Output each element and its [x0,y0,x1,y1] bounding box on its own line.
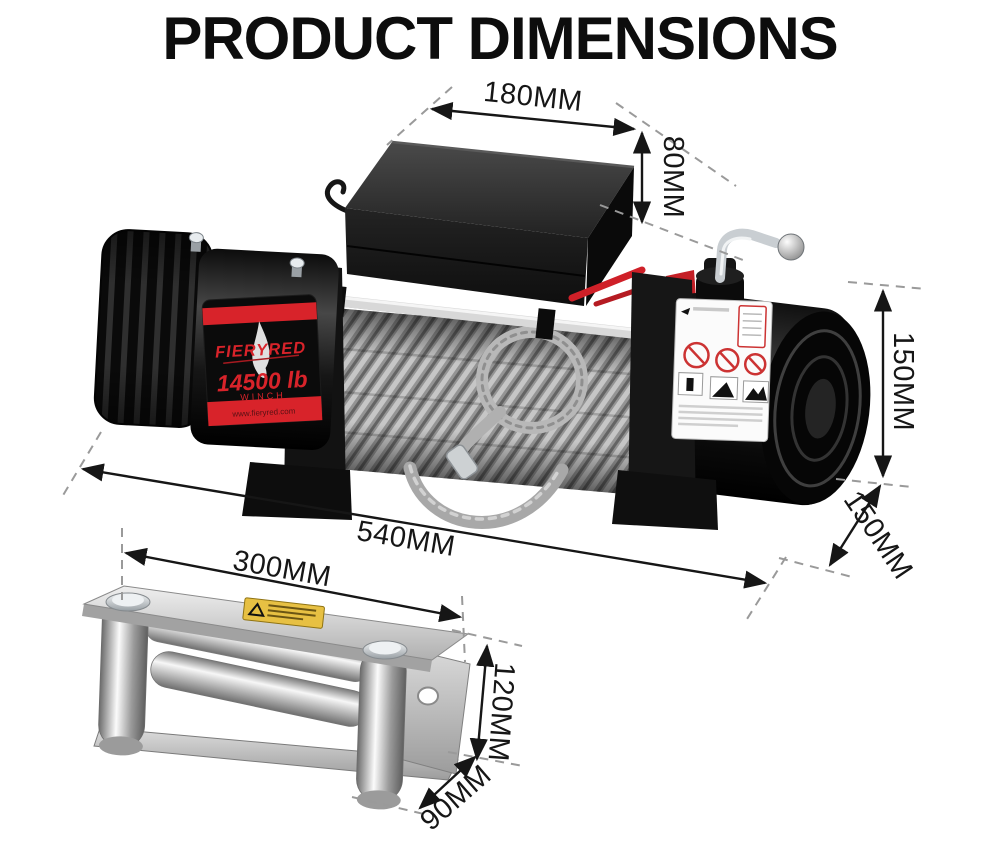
arrow-winch-depth [828,484,882,567]
fairlead-mount-hole [417,686,439,706]
control-box-side [586,167,634,306]
fairlead-left-roller [98,597,149,756]
lever-knob [777,233,805,261]
arrow-fairlead-height [469,643,495,762]
clutch-lever [696,228,805,310]
arrow-fairlead-width [123,547,463,623]
product-type-text: WINCH [240,390,286,402]
prohibition-icons [683,341,767,376]
right-foot [612,470,718,530]
arrow-winch-length [80,463,768,589]
fairlead-cap-bolt [362,640,408,660]
flame-logo [252,321,270,378]
dim-label-winch-height: 150MM [887,332,919,432]
capacity-text: 14500 lb [216,366,308,397]
control-box-top [345,142,634,238]
arrow-control-box-width [429,101,637,137]
website-text: www.fieryred.com [231,406,296,418]
bolt [289,257,305,278]
arrow-fairlead-depth [418,755,477,810]
bar-clamp [535,308,556,340]
warning-label [671,298,773,443]
dimension-annotations [61,86,927,816]
control-box [324,140,635,306]
fairlead-right-roller [356,647,407,810]
label-text-lines [678,404,763,428]
pictogram-icons [677,372,770,404]
page-title: PRODUCT DIMENSIONS [162,5,838,72]
winch-illustration: FIERYRED 14500 lb WINCH www.fieryred.com [93,140,871,530]
warning-inset-box [737,304,767,349]
dim-label-control-box-height: 80MM [657,135,689,219]
control-box-front [345,208,588,306]
brand-text: FIERYRED [215,339,307,362]
brand-label: FIERYRED 14500 lb WINCH www.fieryred.com [201,294,323,427]
bolt [188,232,204,252]
fairlead-cap-bolt [105,592,151,612]
dimension-arrows [80,101,893,810]
roller-fairlead [82,585,471,810]
control-box-wire [324,179,353,215]
motor: FIERYRED 14500 lb WINCH www.fieryred.com [93,229,339,451]
